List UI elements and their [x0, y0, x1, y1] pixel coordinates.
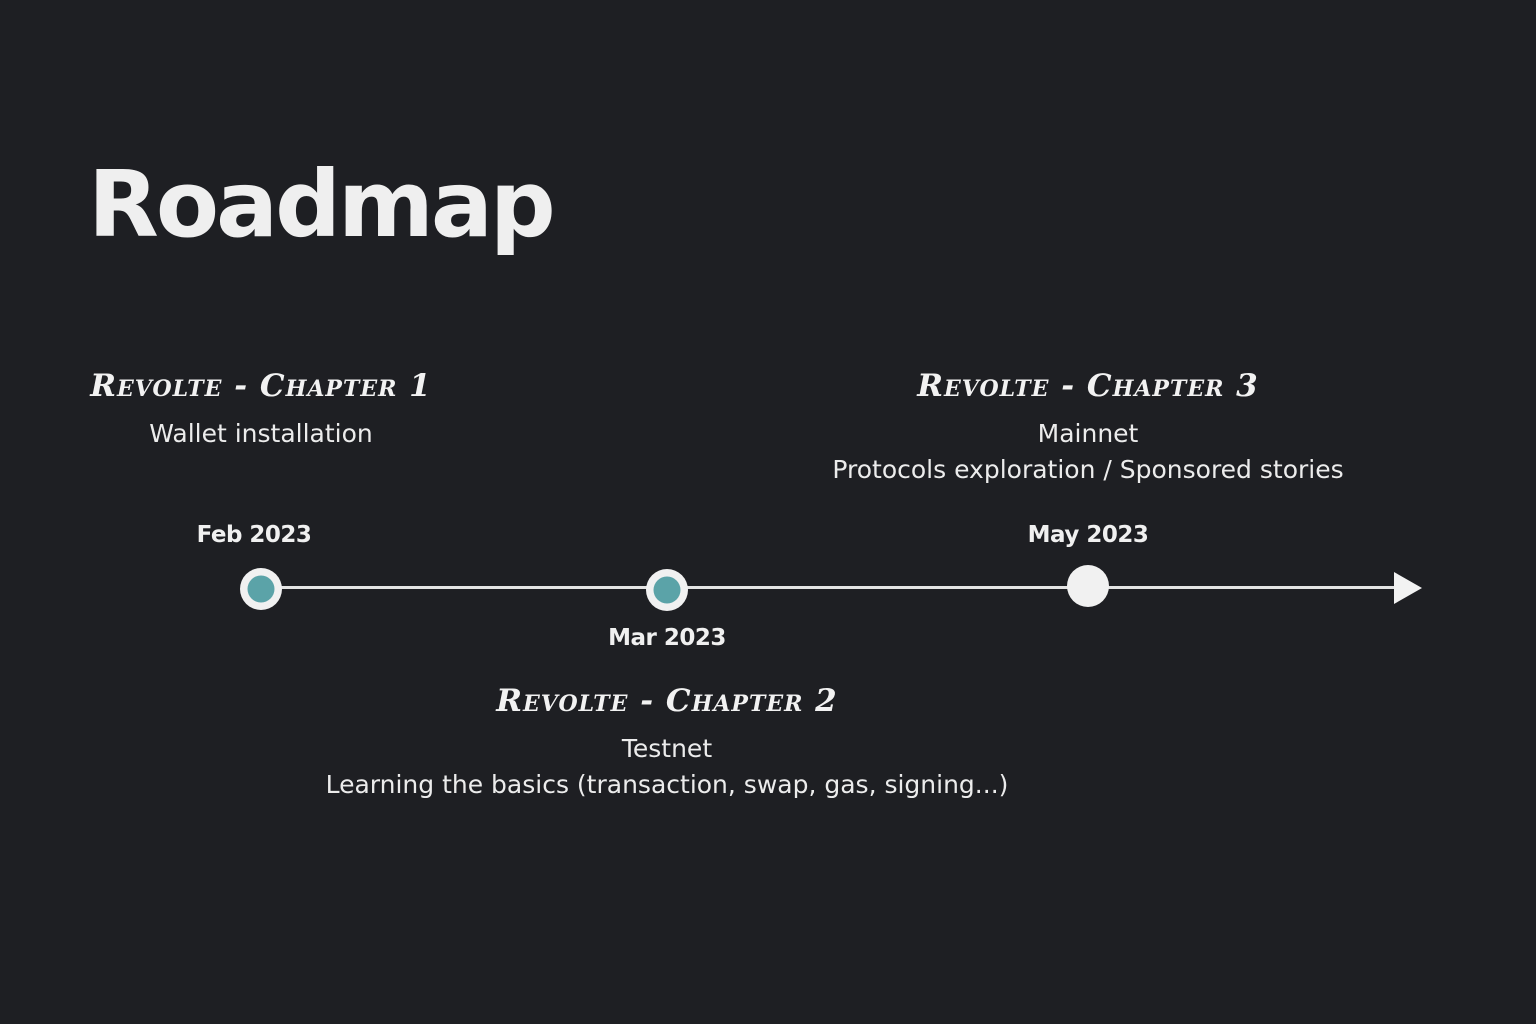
- milestone-1-date: Feb 2023: [196, 522, 312, 548]
- milestone-2-marker: [646, 569, 688, 611]
- chapter-1-heading: Revolte - Chapter 1: [90, 368, 432, 404]
- chapter-3-description-line-1: Mainnet: [1037, 419, 1139, 448]
- chapter-2-heading: Revolte - Chapter 2: [496, 683, 838, 719]
- chapter-3-block: Revolte - Chapter 3 Mainnet Protocols ex…: [832, 366, 1343, 488]
- timeline-arrow-icon: [1394, 572, 1422, 604]
- milestone-2-date: Mar 2023: [608, 625, 726, 651]
- chapter-2-description-line-2: Learning the basics (transaction, swap, …: [325, 770, 1009, 799]
- chapter-1-description: Wallet installation: [149, 419, 373, 448]
- milestone-3-date: May 2023: [1027, 522, 1149, 548]
- page-title: Roadmap: [88, 151, 556, 258]
- chapter-3-heading: Revolte - Chapter 3: [917, 368, 1259, 404]
- milestone-3-marker: [1067, 565, 1109, 607]
- chapter-2-block: Revolte - Chapter 2 Testnet Learning the…: [326, 681, 1009, 803]
- chapter-3-description-line-2: Protocols exploration / Sponsored storie…: [832, 455, 1344, 484]
- milestone-1-marker-core: [247, 575, 275, 603]
- milestone-3-marker-core: [1075, 573, 1102, 600]
- milestone-2-marker-core: [653, 576, 681, 604]
- chapter-1-block: Revolte - Chapter 1 Wallet installation: [90, 366, 432, 452]
- timeline-line: [262, 586, 1400, 589]
- milestone-1-marker: [240, 568, 282, 610]
- chapter-2-description-line-1: Testnet: [621, 734, 713, 763]
